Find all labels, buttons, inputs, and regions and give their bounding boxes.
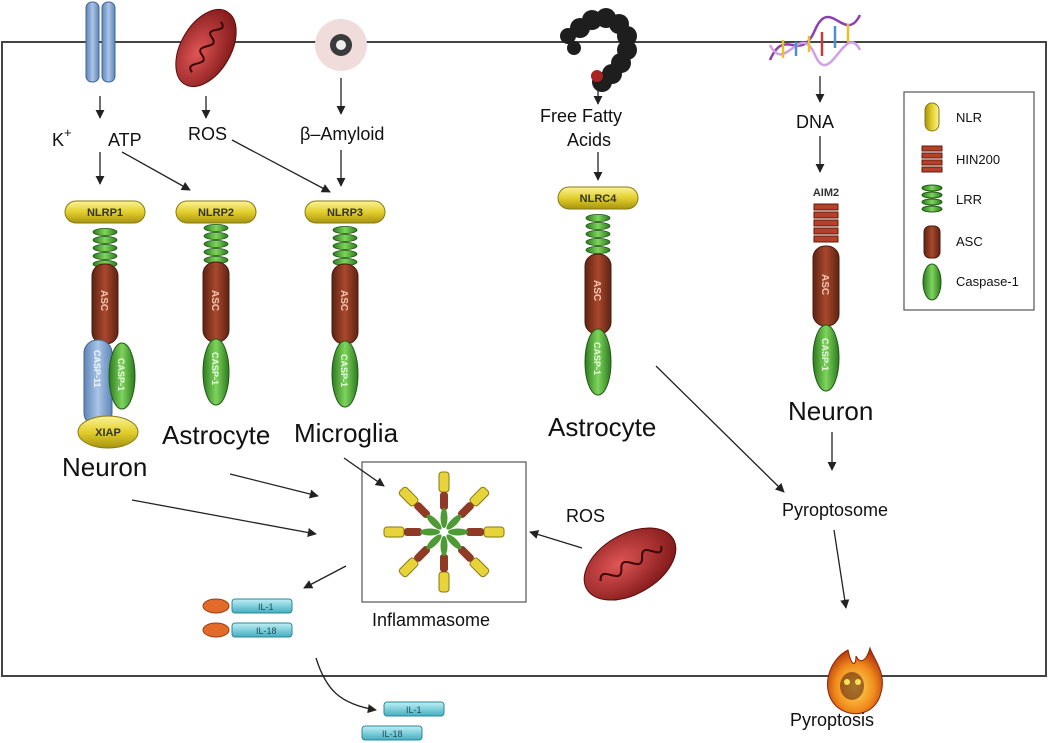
nlrp3-label: NLRP3: [327, 207, 363, 219]
nlrc4-label: NLRC4: [580, 193, 618, 205]
legend-label-lrr: LRR: [956, 192, 982, 207]
aim2-label: AIM2: [813, 187, 839, 199]
casp1-label: CASP-1: [339, 354, 349, 387]
asc-label: ASC: [209, 290, 220, 311]
legend-label-hin200: HIN200: [956, 152, 1000, 167]
mitochondrion-icon: [175, 9, 237, 87]
legend-label-nlr: NLR: [956, 110, 982, 125]
inflammasome-ring-icon: [383, 471, 505, 593]
xiap-icon: [77, 415, 139, 449]
casp1-label: CASP-1: [820, 338, 830, 371]
ros-mid-label: ROS: [566, 506, 605, 526]
ion-channel-icon: [85, 1, 116, 83]
caspase1-icon: [922, 263, 942, 301]
asc-label: ASC: [819, 274, 830, 295]
beta-amyloid-label: β–Amyloid: [300, 124, 384, 144]
atp-label: ATP: [108, 130, 142, 150]
legend-label-caspase1: Caspase-1: [956, 274, 1019, 289]
casp11-label: CASP-11: [92, 350, 102, 388]
nlrp2-label: NLRP2: [198, 207, 234, 219]
lrr-icon: [921, 184, 943, 213]
nlrp1-complex: NLRP1 ASC CASP-11 CASP-1 XIAP: [64, 200, 146, 449]
fatty-acid-icon: [560, 8, 637, 92]
neuron-left-label: Neuron: [62, 452, 147, 482]
il1-label: IL-1: [258, 602, 274, 612]
ros-trigger-label: ROS: [188, 124, 227, 144]
amyloid-particle-icon: [315, 19, 367, 71]
il-cytokines-released: IL-1 IL-18: [361, 701, 445, 741]
il18-released-label: IL-18: [382, 729, 403, 739]
legend-label-asc: ASC: [956, 234, 983, 249]
asc-label: ASC: [98, 290, 109, 311]
asc-label: ASC: [338, 290, 349, 311]
dna-helix-icon: [768, 14, 862, 67]
hin200-icon: [921, 145, 943, 173]
inflammasome-box: [361, 461, 527, 603]
casp1-label: CASP-1: [116, 358, 126, 391]
xiap-label: XIAP: [95, 427, 121, 439]
dna-label: DNA: [796, 112, 834, 132]
pathway-arrows: [131, 365, 850, 714]
nlrp2-complex: NLRP2 ASC CASP-1: [175, 200, 257, 406]
astrocyte-left-label: Astrocyte: [162, 420, 270, 450]
nlrc4-complex: NLRC4 ASC CASP-1: [557, 186, 639, 396]
il1-released-label: IL-1: [406, 705, 422, 715]
free-fatty-acids-label-2: Acids: [567, 130, 611, 150]
nlrp3-complex: NLRP3 ASC CASP-1: [304, 200, 386, 408]
asc-label: ASC: [591, 280, 602, 301]
k-ion-label: K+: [52, 125, 72, 150]
trigger-arrows: [95, 76, 825, 193]
cell-membrane: [1, 41, 1047, 677]
mitochondrion-icon: [583, 527, 677, 601]
casp1-label: CASP-1: [210, 352, 220, 385]
neuron-right-label: Neuron: [788, 396, 873, 426]
legend: NLR HIN200 LRR ASC Caspase-1: [903, 91, 1035, 311]
inflammasome-label: Inflammasome: [372, 610, 490, 630]
il-cytokines-inside: IL-1 IL-18: [202, 598, 293, 638]
nlr-icon: [924, 102, 940, 132]
pyroptosis-fire-icon: [827, 646, 883, 715]
casp1-label: CASP-1: [592, 342, 602, 375]
aim2-complex: AIM2 ASC CASP-1: [812, 187, 840, 392]
astrocyte-right-label: Astrocyte: [548, 412, 656, 442]
il18-label: IL-18: [256, 626, 277, 636]
pyroptosome-label: Pyroptosome: [782, 500, 888, 520]
free-fatty-acids-label-1: Free Fatty: [540, 106, 622, 126]
nlrp1-label: NLRP1: [87, 207, 123, 219]
microglia-label: Microglia: [294, 418, 399, 448]
pyroptosis-label: Pyroptosis: [790, 710, 874, 730]
asc-icon: [923, 225, 941, 259]
hin200-icon: [813, 203, 839, 243]
